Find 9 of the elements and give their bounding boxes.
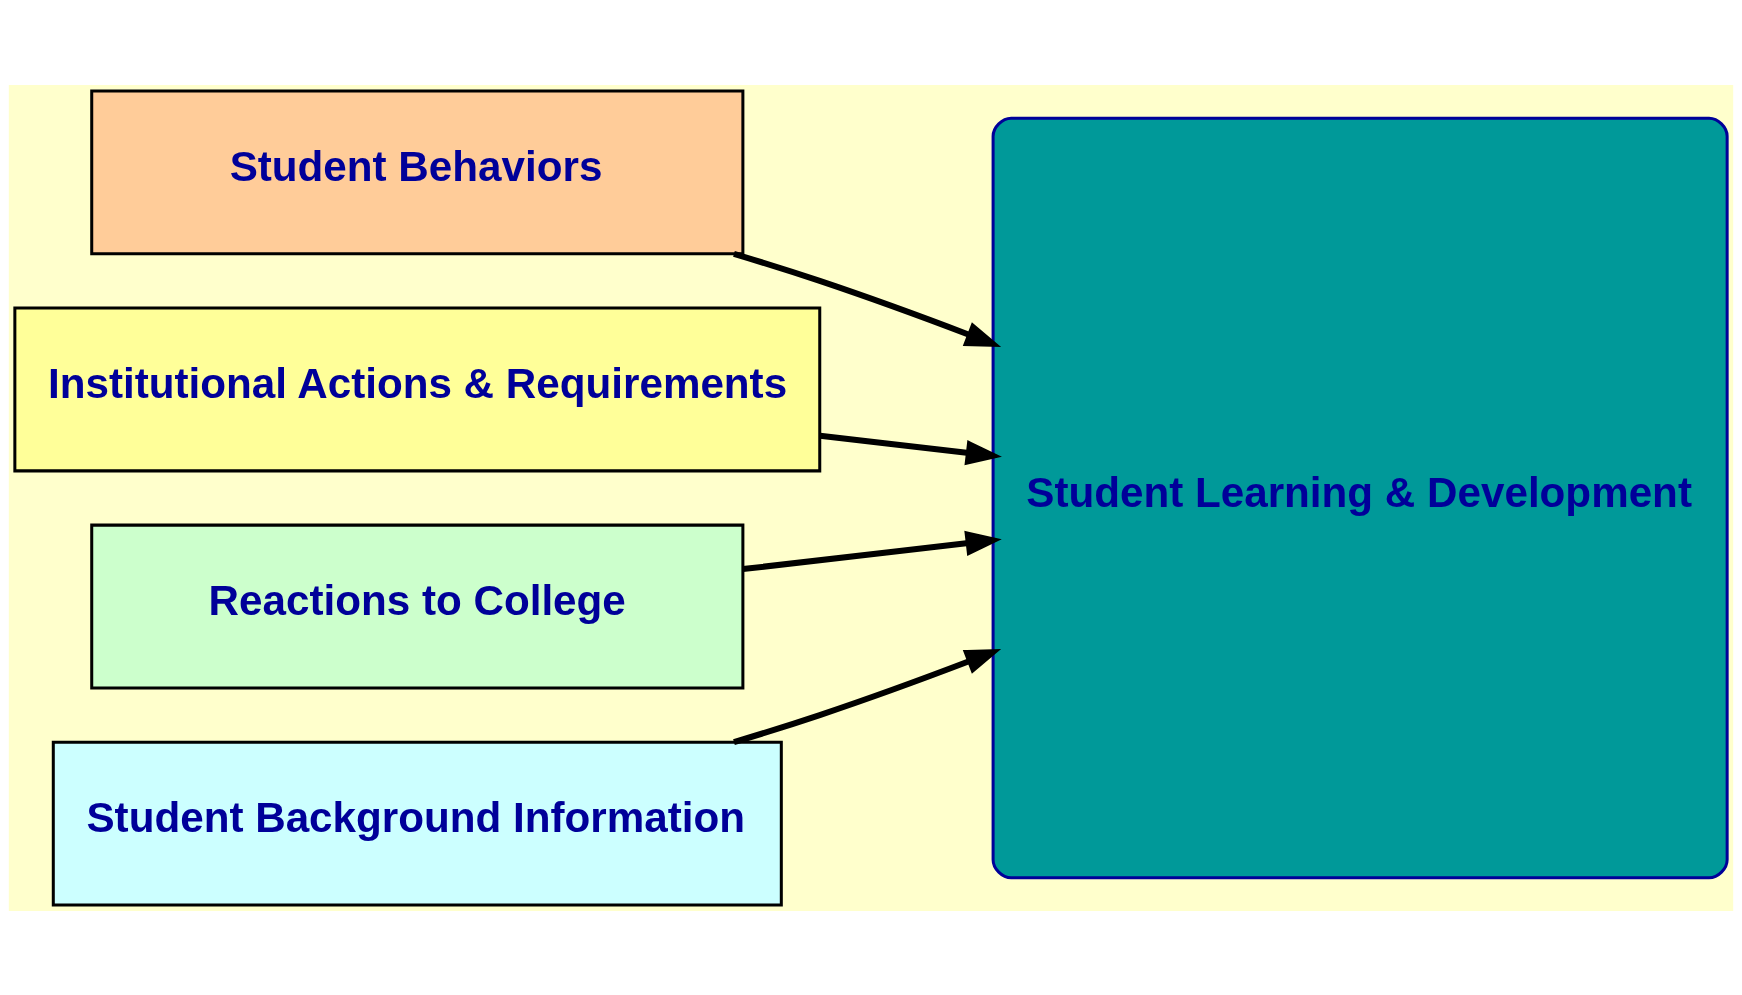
node-box: Student Learning & Development <box>991 116 1729 879</box>
node-box: Institutional Actions & Requirements <box>13 306 822 472</box>
arrow <box>742 530 1002 572</box>
arrow <box>733 250 1002 347</box>
node-box: Student Background Information <box>51 740 783 906</box>
arrow <box>819 432 1002 465</box>
node-box: Reactions to College <box>90 523 745 689</box>
node-box: Student Behaviors <box>90 89 745 255</box>
arrow <box>733 648 1002 745</box>
